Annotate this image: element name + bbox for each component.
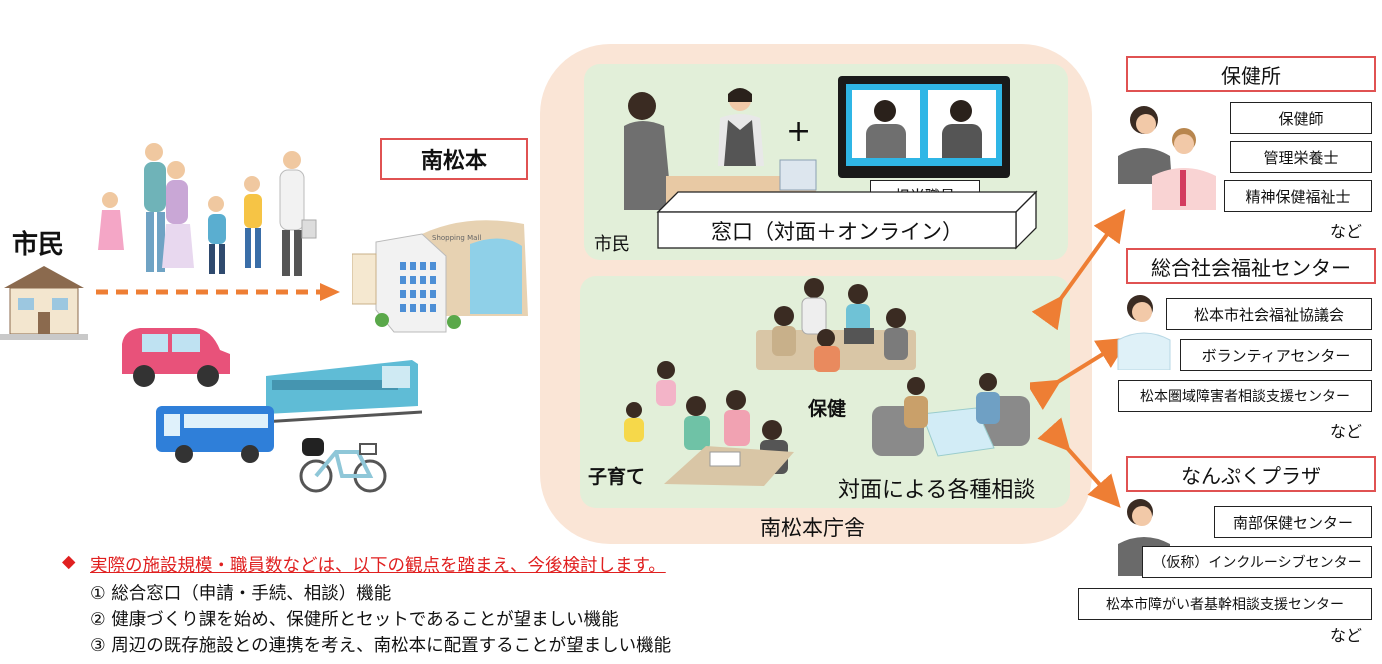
childcare-label: 子育て [588, 462, 645, 489]
nanpuku-plaza-item-2: （仮称）インクルーシブセンター [1142, 546, 1372, 578]
consultation-label: 対面による各種相談 [838, 472, 1035, 504]
monitor-screen [846, 84, 1002, 166]
health-label: 保健 [808, 394, 846, 421]
video-frame-left [852, 90, 920, 158]
consult-room-illustration [868, 370, 1032, 466]
route-arrow [94, 282, 344, 302]
welfare-center-item-2: ボランティアセンター [1180, 339, 1372, 371]
notes-item-1: ① 総合窓口（申請・手続、相談）機能 [90, 580, 391, 605]
bicycle-illustration [298, 432, 390, 494]
welfare-center-item-3: 松本圏域障害者相談支援センター [1118, 380, 1372, 412]
arrow-health-center [1054, 222, 1116, 308]
bus-illustration [154, 402, 278, 466]
health-center-item-2: 管理栄養士 [1230, 141, 1372, 173]
nanpuku-plaza-item-3: 松本市障がい者基幹相談支援センター [1078, 588, 1372, 620]
online-monitor [838, 76, 1010, 178]
notes-bullet: ◆ [62, 552, 75, 572]
health-center-item-1: 保健師 [1230, 102, 1372, 134]
nanpuku-plaza-more: など [1330, 622, 1362, 646]
health-center-item-3: 精神保健福祉士 [1224, 180, 1372, 212]
counter-citizen-label: 市民 [594, 230, 630, 256]
arrow-welfare-center [1048, 346, 1116, 388]
house-illustration [0, 262, 88, 342]
svg-text:Shopping Mall: Shopping Mall [432, 234, 481, 242]
welfare-center-title: 総合社会福祉センター [1126, 248, 1376, 284]
destination-label: 南松本 [380, 138, 528, 180]
arrow-nanpuku-plaza [1060, 440, 1110, 496]
counter-label: 窓口（対面＋オンライン） [664, 216, 1010, 246]
video-frame-right [928, 90, 996, 158]
plus-sign: + [786, 114, 811, 149]
welfare-center-more: など [1330, 418, 1362, 442]
health-center-more: など [1330, 218, 1362, 242]
notes-item-2: ② 健康づくり課を始め、保健所とセットであることが望ましい機能 [90, 606, 619, 631]
notes-item-3: ③ 周辺の既存施設との連携を考え、南松本に配置することが望ましい機能 [90, 632, 671, 657]
car-illustration [116, 324, 236, 390]
health-center-title: 保健所 [1126, 56, 1376, 92]
citizen-label: 市民 [12, 224, 64, 261]
nanpuku-plaza-title: なんぷくプラザ [1126, 456, 1376, 492]
nanpuku-plaza-item-1: 南部保健センター [1214, 506, 1372, 538]
notes-heading: 実際の施設規模・職員数などは、以下の観点を踏まえ、今後検討します。 [90, 552, 666, 577]
train-illustration [262, 356, 422, 430]
welfare-center-item-1: 松本市社会福祉協議会 [1166, 298, 1372, 330]
office-building-illustration: Shopping Mall [352, 198, 552, 338]
welfare-staff-illustration [1116, 290, 1172, 370]
health-staff-illustration [1112, 100, 1218, 210]
building-label: 南松本庁舎 [760, 512, 865, 542]
family-illustration [96, 140, 336, 288]
